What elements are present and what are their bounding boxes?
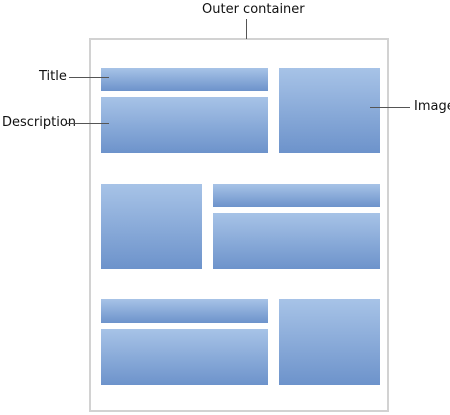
row2-image-block (101, 184, 202, 269)
title-label: Title (39, 69, 67, 84)
row3-image-block (279, 299, 380, 385)
image-leader-line (370, 107, 410, 108)
description-label: Description (2, 115, 77, 130)
row2-title-block (213, 184, 380, 207)
row3-description-block (101, 329, 268, 385)
row1-description-block (101, 97, 268, 153)
outer-container-leader-line (246, 19, 247, 39)
description-leader-line (67, 123, 109, 124)
row1-title-block (101, 68, 268, 91)
outer-container-label: Outer container (202, 2, 305, 17)
row1-image-block (279, 68, 380, 153)
row2-description-block (213, 213, 380, 269)
image-label: Image (414, 99, 450, 114)
title-leader-line (69, 77, 109, 78)
row3-title-block (101, 299, 268, 323)
